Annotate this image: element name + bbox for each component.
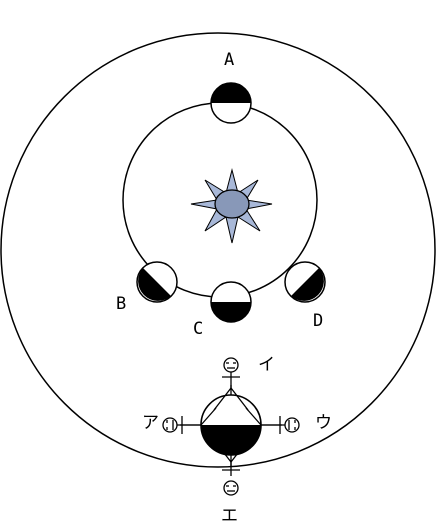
label-observer-u: ウ xyxy=(315,415,332,432)
planet-a xyxy=(211,83,251,123)
planet-d xyxy=(285,262,325,302)
label-planet-b: B xyxy=(116,296,126,313)
label-planet-a: A xyxy=(224,52,234,69)
sun-icon xyxy=(191,170,272,243)
label-observer-i: イ xyxy=(258,357,275,374)
label-planet-c: C xyxy=(193,321,203,338)
label-observer-e: エ xyxy=(221,508,238,525)
planet-c xyxy=(211,282,251,322)
planet-b xyxy=(137,262,177,302)
label-observer-a: ア xyxy=(142,415,159,432)
label-planet-d: D xyxy=(313,313,323,330)
